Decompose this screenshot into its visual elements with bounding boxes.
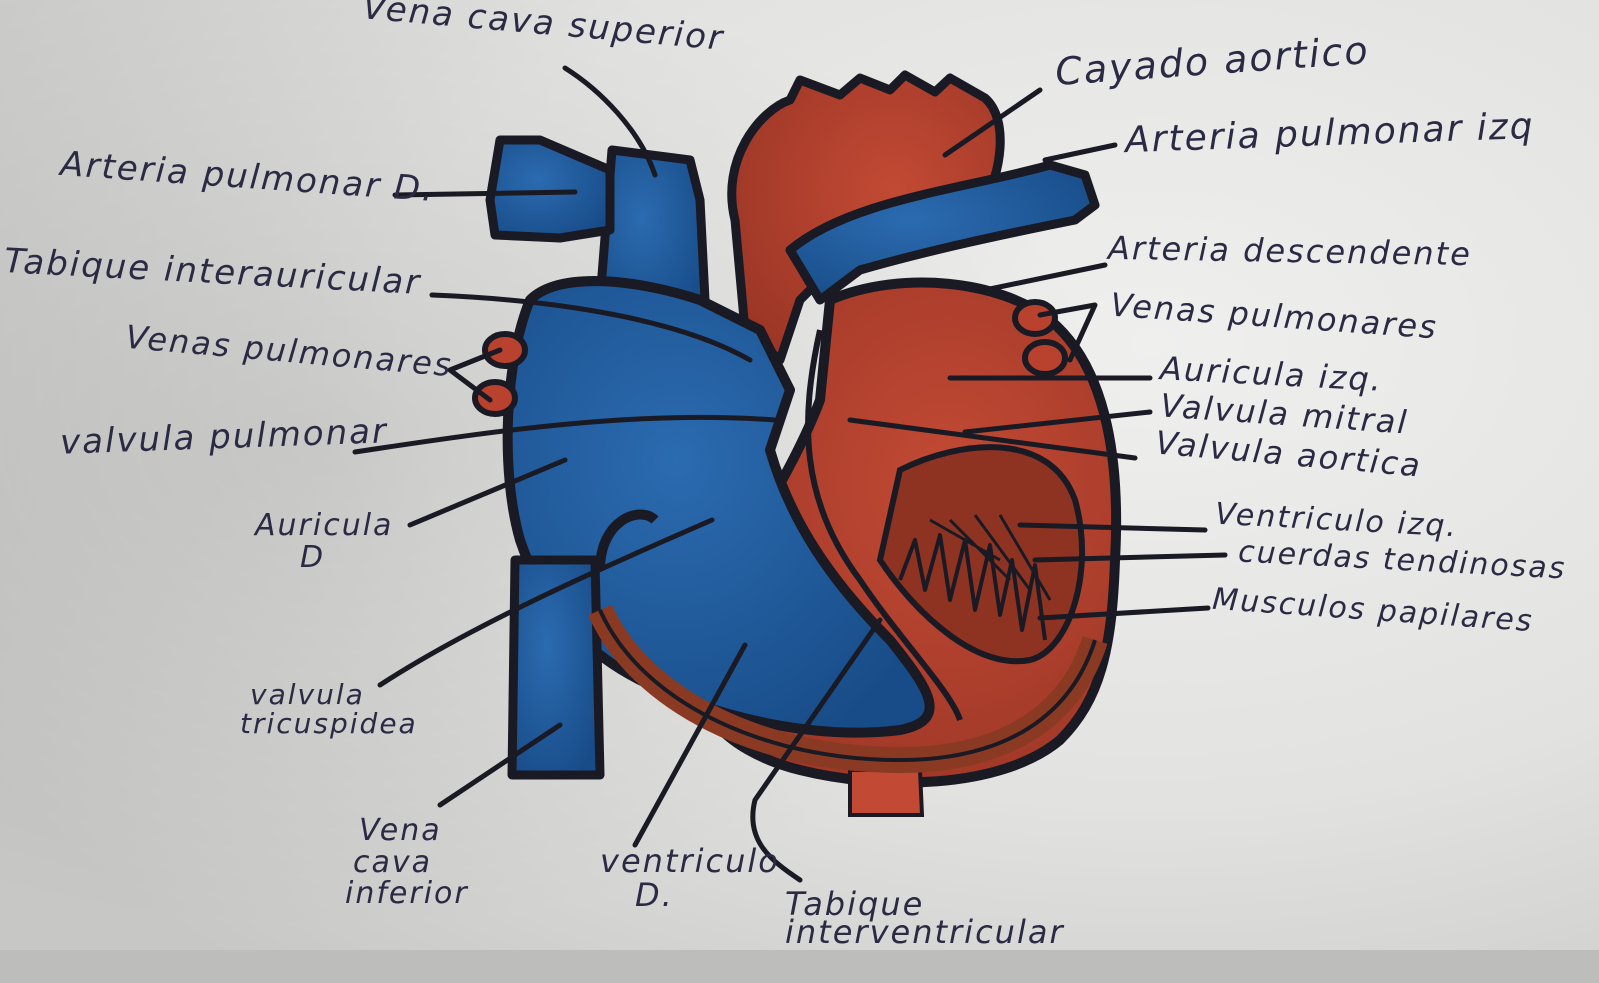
label-auricula-d: Auricula D [255, 510, 393, 573]
label-auricula-d-line1: Auricula [255, 510, 393, 542]
label-vena-cava-inferior-line2: cava [345, 847, 469, 879]
label-auricula-d-line2: D [255, 542, 393, 574]
label-valvula-tricuspidea-line1: valvula [240, 680, 418, 709]
label-vena-cava-inferior-line1: Vena [345, 815, 469, 847]
label-vena-cava-inferior-line3: inferior [345, 878, 469, 910]
label-ventriculo-d-line2: D. [600, 879, 780, 913]
label-arteria-descendente: Arteria descendente [1108, 232, 1472, 272]
label-vena-cava-inferior: Vena cava inferior [345, 815, 469, 910]
label-ventriculo-d: ventriculo D. [600, 845, 780, 912]
label-valvula-tricuspidea: valvula tricuspidea [240, 680, 418, 739]
label-ventriculo-d-line1: ventriculo [600, 845, 780, 879]
paper-bottom-edge [0, 950, 1599, 983]
label-tabique-interventricular: Tabique interventricular [785, 888, 1065, 949]
label-tabique-interventricular-line2: interventricular [785, 916, 1065, 950]
label-valvula-tricuspidea-line2: tricuspidea [240, 709, 418, 738]
descending-aorta-stub [850, 770, 922, 815]
